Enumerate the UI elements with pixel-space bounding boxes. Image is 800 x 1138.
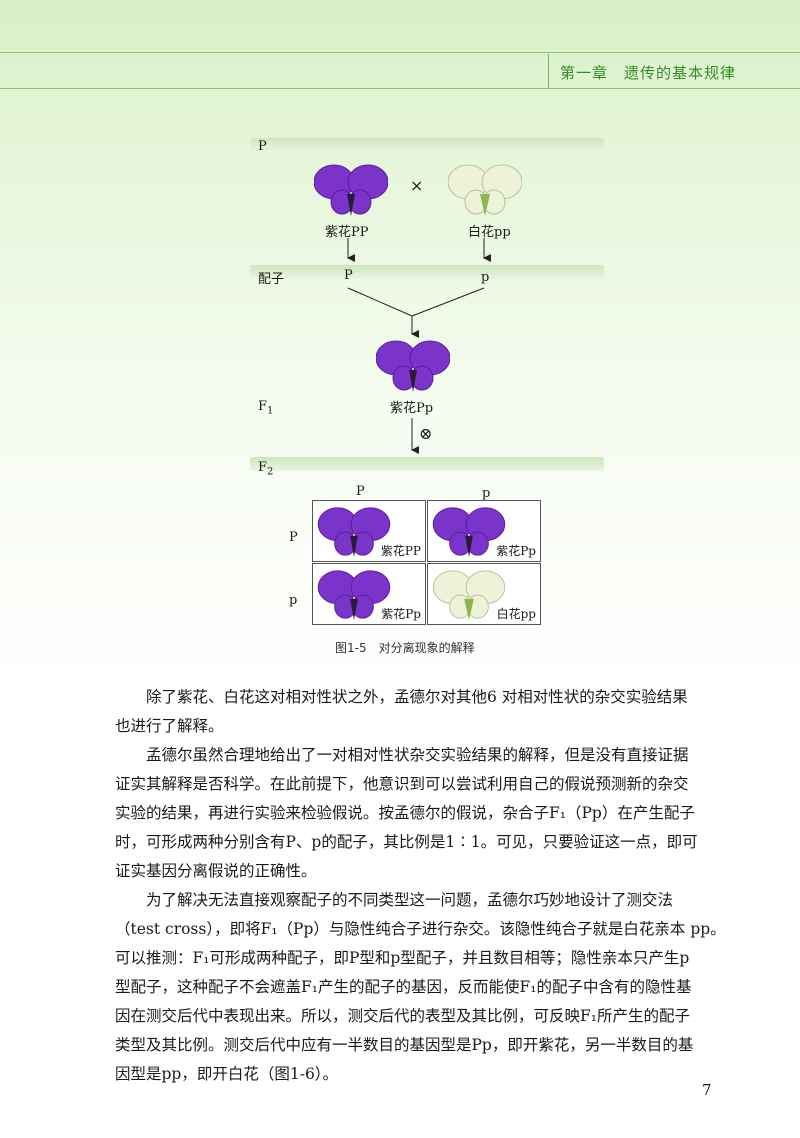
paragraph-line: 除了紫花、白花这对相对性状之外，孟德尔对其他6 对相对性状的杂交实验结果	[146, 688, 688, 706]
purple-flower-icon	[317, 570, 391, 621]
chapter-title: 第一章 遗传的基本规律	[560, 64, 737, 82]
f1-flower-label: 紫花Pp	[390, 401, 434, 416]
punnett-cell-Pp-top: 紫花Pp	[427, 500, 541, 562]
purple-flower-icon	[432, 507, 506, 558]
punnett-col-header-p: P	[356, 484, 365, 499]
punnett-cell-Pp-bottom: 紫花Pp	[312, 563, 426, 625]
paragraph-line: 类型及其比例。测交后代中应有一半数目的基因型是Pp，即开紫花，另一半数目的基	[115, 1036, 694, 1054]
punnett-row-header-p: P	[289, 530, 298, 545]
punnett-cell-pp: 白花pp	[427, 563, 541, 625]
paragraph-2: 孟德尔虽然合理地给出了一对相对性状杂交实验结果的解释，但是没有直接证据 证实其解…	[115, 741, 715, 886]
paragraph-line: 时，可形成两种分别含有P、p的配子，其比例是1∶1。可见，只要验证这一点，即可	[115, 833, 698, 851]
f1-label: F1	[258, 399, 274, 417]
paragraph-1: 除了紫花、白花这对相对性状之外，孟德尔对其他6 对相对性状的杂交实验结果 也进行…	[115, 683, 715, 741]
white-flower-pp	[448, 164, 522, 216]
figure-caption: 图1-5 对分离现象的解释	[335, 641, 475, 655]
parent-purple-label: 紫花PP	[325, 225, 369, 240]
paragraph-line: 证实基因分离假说的正确性。	[115, 862, 317, 880]
header-rule-bottom	[0, 88, 800, 89]
f1-purple-flower	[376, 340, 450, 392]
white-flower-icon	[432, 570, 506, 621]
paragraph-line: 为了解决无法直接观察配子的不同类型这一问题，孟德尔巧妙地设计了测交法	[146, 891, 674, 909]
gamete-row-label: 配子	[258, 272, 285, 287]
punnett-cell-label: 紫花Pp	[381, 607, 421, 621]
cross-symbol: ×	[410, 176, 424, 195]
paragraph-line: 也进行了解释。	[115, 717, 224, 735]
band-gamete	[250, 265, 604, 279]
page-number: 7	[702, 1081, 712, 1099]
band-f2	[250, 457, 604, 471]
paragraph-line: 证实其解释是否科学。在此前提下，他意识到可以尝试利用自己的假说预测新的杂交	[115, 775, 689, 793]
header-frame	[548, 54, 729, 88]
paragraph-line: 型配子，这种配子不会遮盖F₁产生的配子的基因，反而能使F₁的配子中含有的隐性基	[115, 978, 692, 996]
header-rule-top	[0, 52, 800, 53]
paragraph-line: 实验的结果，再进行实验来检验假说。按孟德尔的假说，杂合子F₁（Pp）在产生配子	[115, 804, 695, 822]
paragraph-line: （test cross），即将F₁（Pp）与隐性纯合子进行杂交。该隐性纯合子就是…	[115, 920, 726, 938]
punnett-cell-PP: 紫花PP	[312, 500, 426, 562]
gamete-big-p: P	[344, 268, 353, 283]
purple-flower-pp	[314, 164, 388, 216]
punnett-cell-label: 白花pp	[496, 607, 536, 621]
selfing-symbol: ⊗	[419, 424, 433, 443]
purple-flower-icon	[317, 507, 391, 558]
generation-p-label: P	[258, 139, 267, 154]
f2-label: F2	[258, 460, 274, 478]
paragraph-line: 孟德尔虽然合理地给出了一对相对性状杂交实验结果的解释，但是没有直接证据	[146, 746, 689, 764]
punnett-col-header-small-p: p	[482, 486, 491, 501]
band-parent	[250, 138, 604, 152]
punnett-row-header-small-p: p	[289, 593, 298, 608]
paragraph-3: 为了解决无法直接观察配子的不同类型这一问题，孟德尔巧妙地设计了测交法 （test…	[115, 886, 726, 1089]
paragraph-line: 可以推测：F₁可形成两种配子，即P型和p型配子，并且数目相等；隐性亲本只产生p	[115, 949, 690, 967]
paragraph-line: 因在测交后代中表现出来。所以，测交后代的表型及其比例，可反映F₁所产生的配子	[115, 1007, 690, 1025]
gamete-small-p: p	[481, 270, 490, 285]
punnett-cell-label: 紫花PP	[380, 544, 421, 558]
parent-white-label: 白花pp	[468, 225, 511, 240]
punnett-cell-label: 紫花Pp	[496, 544, 536, 558]
paragraph-line: 因型是pp，即开白花（图1-6）。	[115, 1065, 339, 1083]
